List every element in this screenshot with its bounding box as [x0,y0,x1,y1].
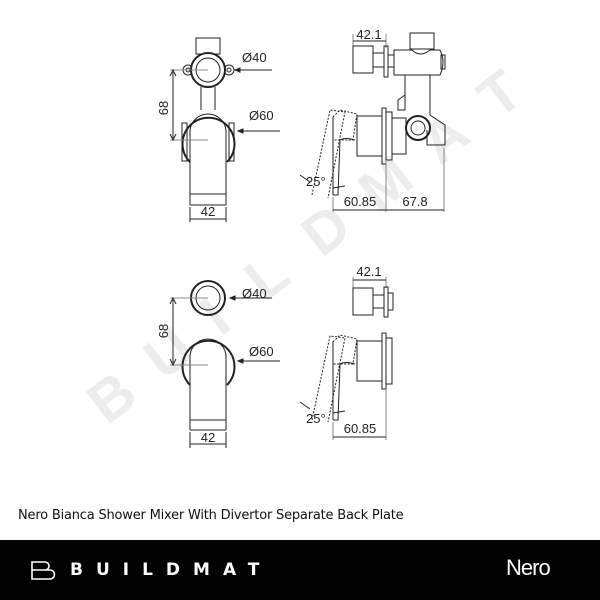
dim-bottom-side-lever: 60.85 [344,421,377,436]
buildmat-b-icon [31,561,56,580]
top-front-view [169,37,280,222]
dim-top-front-width: 42 [201,204,215,219]
dim-bottom-side-angle: 25° [306,411,326,426]
watermark-letter: L [233,240,301,313]
bottom-front-view [169,280,280,448]
dim-top-front-dia60: Ø60 [249,108,274,123]
buildmat-wordmark: BUILDMAT [70,560,273,580]
footer-bar: BUILDMAT Nero [0,540,600,600]
dim-bottom-side-plate: 42.1 [356,264,381,279]
watermark-letter: T [466,58,534,131]
dim-top-side-plate: 42.1 [356,27,381,42]
technical-drawing: B U I L D M A T [75,27,534,448]
buildmat-logo: BUILDMAT [30,557,272,583]
watermark-letter: I [189,286,242,347]
bottom-side-view [299,277,394,440]
dim-top-side-angle: 25° [306,174,326,189]
dim-bottom-front-width: 42 [201,430,215,445]
dim-top-front-dia40: Ø40 [242,50,267,65]
dim-bottom-front-dia60: Ø60 [249,344,274,359]
dim-top-side-body: 67.8 [402,194,427,209]
top-side-view [299,32,446,212]
nero-logo: Nero [506,555,551,580]
dim-bottom-front-dia40: Ø40 [242,286,267,301]
watermark-letter: B [75,359,148,436]
dim-bottom-front-height: 68 [156,324,171,338]
dim-top-front-height: 68 [156,101,171,115]
buildmat-watermark: B U I L D M A T [75,58,534,436]
dim-top-side-lever: 60.85 [344,194,377,209]
product-title: Nero Bianca Shower Mixer With Divertor S… [18,508,404,523]
